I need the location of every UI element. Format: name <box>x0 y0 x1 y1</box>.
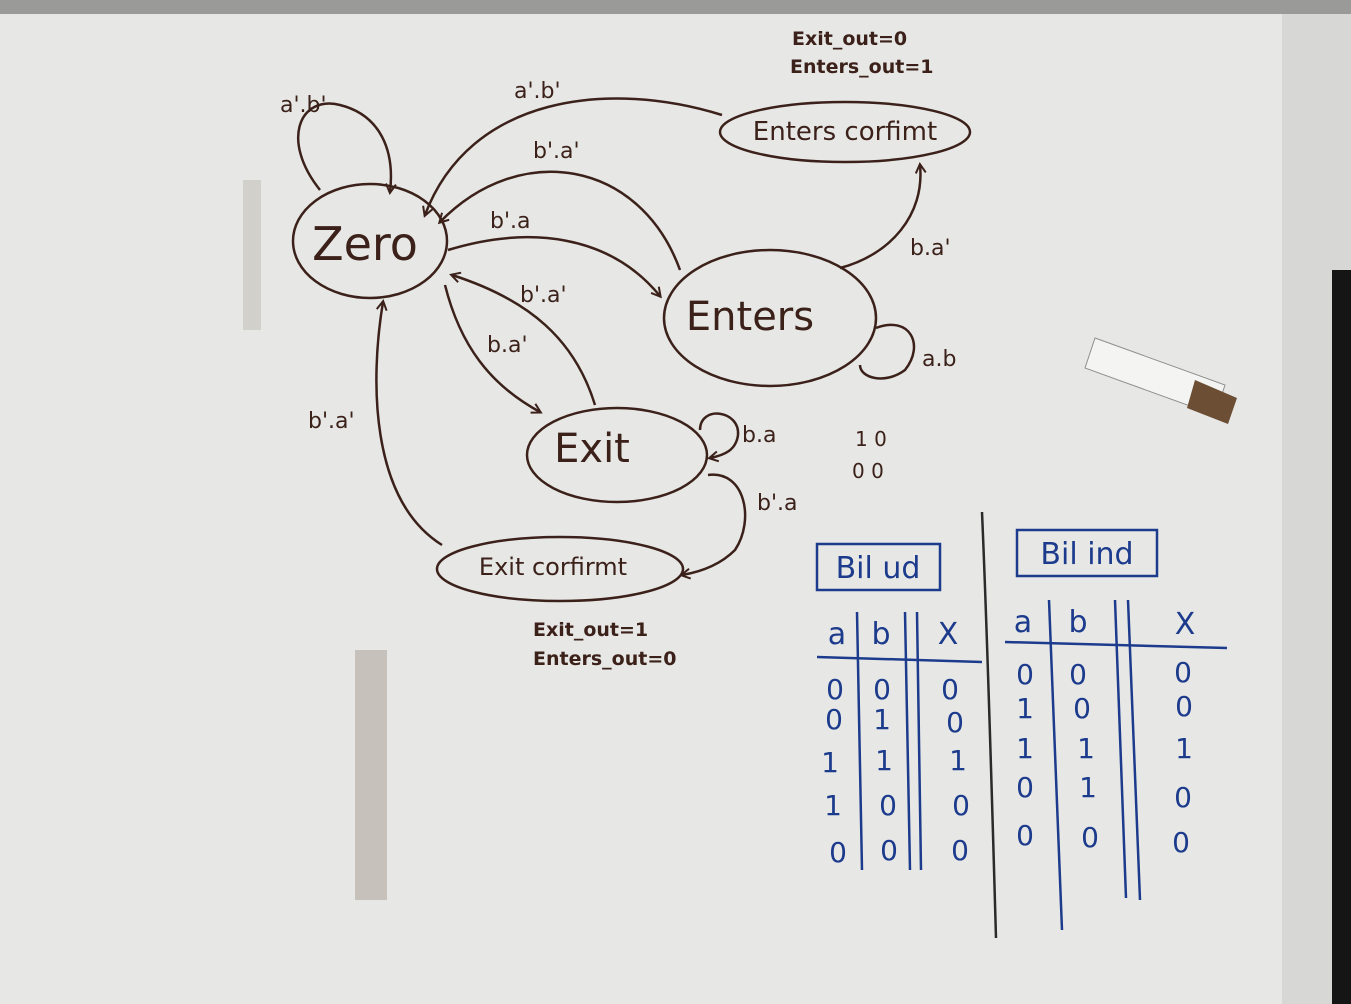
table-cell: 0 <box>1069 658 1087 691</box>
table-bil-ind-col-rule-3 <box>1126 599 1142 901</box>
table-bil-ud: Bil ud a b X 0 0 0 0 1 0 1 1 1 1 0 0 0 0 <box>815 542 983 871</box>
table-bil-ud-header-x: X <box>938 617 959 652</box>
state-enters-confirmed-label: Enters corfimt <box>753 117 937 147</box>
table-cell: 0 <box>1016 819 1034 852</box>
table-bil-ind: Bil ind a b X 0 0 0 1 0 0 1 1 1 0 1 0 0 … <box>1004 528 1228 931</box>
table-bil-ind-title-box <box>1015 528 1159 578</box>
table-cell: 0 <box>1174 781 1192 814</box>
table-cell: 0 <box>829 836 847 869</box>
output-enters-confirmed-enters: Enters_out=1 <box>790 56 933 78</box>
table-bil-ud-col-rule-2 <box>903 611 912 871</box>
table-cell: 1 <box>1175 732 1193 765</box>
table-cell: 1 <box>949 744 967 777</box>
label-exit-to-exit-confirmed: b'.a <box>757 491 798 516</box>
state-zero-label: Zero <box>312 217 418 271</box>
state-exit-confirmed: Exit corfirmt <box>435 535 685 603</box>
arrow-enters-self <box>858 323 916 380</box>
table-bil-ud-header-a: a <box>828 617 846 652</box>
state-zero: Zero <box>291 182 449 300</box>
table-divider <box>980 511 998 939</box>
table-bil-ud-title-box <box>815 542 942 592</box>
arrow-exit-to-exit-confirmed <box>682 473 747 575</box>
table-cell: 0 <box>1174 656 1192 689</box>
label-zero-to-exit: b.a' <box>487 333 528 358</box>
label-exit-confirmed-to-zero: b'.a' <box>308 409 355 434</box>
table-cell: 0 <box>880 834 898 867</box>
table-cell: 1 <box>1079 771 1097 804</box>
label-exit-self: b.a <box>742 423 776 448</box>
arrow-enters-to-enters-confirmed <box>839 165 920 270</box>
table-cell: 0 <box>1016 658 1034 691</box>
table-bil-ind-header-b: b <box>1068 605 1087 640</box>
note-line-2: 0 0 <box>852 459 884 483</box>
board-smudge <box>355 650 387 900</box>
table-cell: 0 <box>951 834 969 867</box>
table-cell: 1 <box>1016 692 1034 725</box>
table-cell: 0 <box>941 673 959 706</box>
table-cell: 1 <box>1016 732 1034 765</box>
board-top-frame <box>0 0 1351 14</box>
table-cell: 0 <box>1175 690 1193 723</box>
state-enters-confirmed: Enters corfimt <box>718 100 972 164</box>
label-exit-to-zero: b'.a' <box>520 283 567 308</box>
arrow-exit-to-zero <box>452 275 597 406</box>
state-exit-confirmed-label: Exit corfirmt <box>479 553 627 581</box>
table-cell: 0 <box>1073 692 1091 725</box>
note-line-1: 1 0 <box>855 427 887 451</box>
board-dark-side <box>1332 270 1351 1004</box>
table-bil-ud-title: Bil ud <box>836 551 921 586</box>
table-bil-ind-header-a: a <box>1014 605 1032 640</box>
table-cell: 0 <box>825 703 843 736</box>
label-zero-self: a'.b' <box>280 93 327 118</box>
state-exit: Exit <box>525 406 709 504</box>
state-exit-label: Exit <box>554 426 630 472</box>
table-cell: 1 <box>1077 732 1095 765</box>
table-bil-ud-col-rule-3 <box>915 611 923 871</box>
table-cell: 0 <box>946 706 964 739</box>
label-enters-confirmed-to-zero: a'.b' <box>514 79 561 104</box>
table-bil-ud-header-b: b <box>871 617 890 652</box>
table-bil-ind-col-rule-2 <box>1113 599 1128 899</box>
table-bil-ud-col-rule-1 <box>855 611 864 871</box>
arrow-exit-confirmed-to-zero <box>375 302 443 547</box>
arrow-zero-self <box>296 102 391 192</box>
table-cell: 0 <box>879 789 897 822</box>
output-enters-confirmed-exit: Exit_out=0 <box>792 28 907 50</box>
label-enters-to-zero: b'.a' <box>533 139 580 164</box>
marker-pen-icon <box>1084 337 1237 424</box>
table-bil-ind-header-x: X <box>1175 607 1196 642</box>
table-cell: 1 <box>824 789 842 822</box>
arrow-zero-to-enters <box>447 236 660 296</box>
state-enters-label: Enters <box>686 294 814 340</box>
board-smudge-2 <box>243 180 261 330</box>
table-cell: 0 <box>826 673 844 706</box>
arrow-enters-to-zero <box>440 170 682 271</box>
arrow-enters-confirmed-to-zero <box>425 97 723 215</box>
table-cell: 0 <box>1016 771 1034 804</box>
table-cell: 0 <box>1081 821 1099 854</box>
table-cell: 0 <box>873 673 891 706</box>
output-exit-confirmed-enters: Enters_out=0 <box>533 648 676 670</box>
table-cell: 0 <box>952 789 970 822</box>
table-bil-ind-col-rule-1 <box>1047 599 1064 931</box>
table-bil-ud-header-rule <box>816 655 983 664</box>
state-enters: Enters <box>662 248 878 388</box>
table-cell: 0 <box>1172 826 1190 859</box>
arrow-exit-self <box>698 412 740 458</box>
table-cell: 1 <box>821 746 839 779</box>
table-cell: 1 <box>875 744 893 777</box>
arrow-zero-to-exit <box>443 284 540 412</box>
label-zero-to-enters: b'.a <box>490 209 531 234</box>
label-enters-self: a.b <box>922 347 956 372</box>
label-enters-to-enters-confirmed: b.a' <box>910 236 951 261</box>
table-cell: 1 <box>873 703 891 736</box>
table-bil-ind-title: Bil ind <box>1040 537 1133 572</box>
output-exit-confirmed-exit: Exit_out=1 <box>533 619 648 641</box>
